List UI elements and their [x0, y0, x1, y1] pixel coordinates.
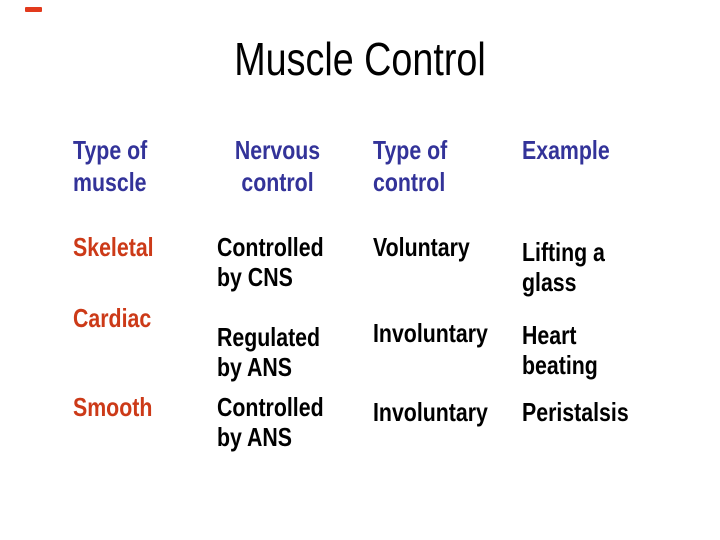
column-header-type-of-muscle: Type of muscle — [73, 134, 147, 198]
cell-skeletal-example: Lifting a glass — [522, 237, 605, 297]
column-header-nervous-control: Nervous control — [222, 134, 333, 198]
red-corner-marker — [25, 7, 42, 12]
cell-smooth-example: Peristalsis — [522, 397, 629, 427]
cell-smooth-muscle: Smooth — [73, 392, 153, 422]
cell-cardiac-control-type: Involuntary — [373, 318, 488, 348]
cell-cardiac-example: Heart beating — [522, 320, 598, 380]
header-line: Type of — [73, 135, 148, 165]
header-line: Nervous — [234, 135, 321, 165]
cell-skeletal-muscle: Skeletal — [73, 232, 154, 262]
cell-cardiac-muscle: Cardiac — [73, 303, 152, 333]
header-line: muscle — [73, 167, 147, 197]
cell-skeletal-nervous-control: Controlled by CNS — [217, 232, 324, 292]
column-header-example: Example — [522, 134, 610, 166]
column-header-type-of-control: Type of control — [373, 134, 447, 198]
header-line: control — [373, 167, 446, 197]
cell-smooth-nervous-control: Controlled by ANS — [217, 392, 324, 452]
header-line: Type of — [373, 135, 448, 165]
cell-smooth-control-type: Involuntary — [373, 397, 488, 427]
cell-skeletal-control-type: Voluntary — [373, 232, 470, 262]
slide-title: Muscle Control — [234, 33, 486, 85]
cell-cardiac-nervous-control: Regulated by ANS — [217, 322, 321, 382]
header-line: control — [241, 167, 314, 197]
header-line: Example — [522, 135, 610, 165]
